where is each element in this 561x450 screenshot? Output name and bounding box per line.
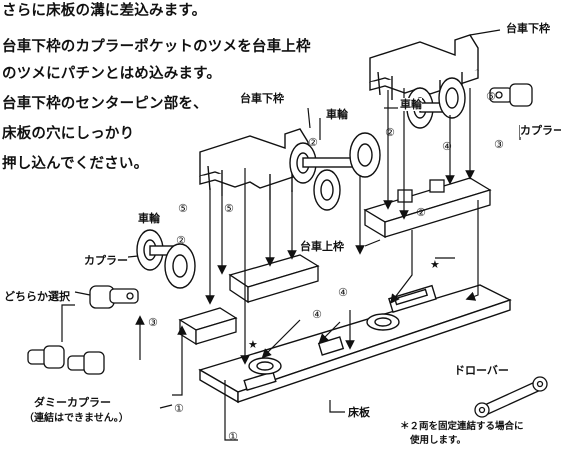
- label-wheel: 車輪: [326, 108, 348, 121]
- label-dummy-coupler: ダミーカプラー: [34, 396, 111, 409]
- step-number-2: ②: [416, 206, 426, 219]
- step-number-5: ⑤: [224, 202, 234, 215]
- label-bogie-upper-frame: 台車上枠: [300, 240, 344, 253]
- step-number-3: ③: [148, 316, 158, 329]
- label-bogie-lower-frame: 台車下枠: [240, 92, 284, 105]
- step-number-1: ①: [174, 402, 184, 415]
- label-bogie-lower-frame: 台車下枠: [506, 22, 550, 35]
- footnote-line: 使用します。: [410, 435, 467, 446]
- label-wheel: 車輪: [400, 98, 422, 111]
- dummy-coupler-drawing: [27, 345, 105, 375]
- step-number-2: ②: [308, 136, 318, 149]
- star-marker: ★: [248, 338, 258, 351]
- step-number-1: ①: [228, 430, 238, 443]
- step-number-3: ③: [494, 138, 504, 151]
- coupler-right-drawing: [489, 83, 533, 107]
- label-dummy-coupler-note: （連結はできません。）: [24, 412, 129, 425]
- label-choose-either: どちらか選択: [4, 290, 70, 303]
- instruction-line: 台車下枠のカプラーポケットのツメを台車上枠: [2, 39, 311, 55]
- label-coupler: カプラー: [84, 254, 128, 267]
- footnote-line: ＊２両を固定連結する場合に: [400, 421, 524, 432]
- step-number-4: ④: [312, 308, 322, 321]
- step-number-2: ②: [385, 126, 395, 139]
- step-number-4: ④: [338, 286, 348, 299]
- bogie-upper-frame-drawing: [228, 177, 492, 304]
- instruction-line: 押し込んでください。: [2, 156, 149, 172]
- instruction-line: さらに床板の溝に差込みます。: [2, 3, 207, 19]
- label-floor-plate: 床板: [348, 406, 370, 419]
- step-number-2: ②: [176, 234, 186, 247]
- floor-plate-drawing: [198, 284, 512, 404]
- label-drawbar: ドローバー: [454, 364, 509, 377]
- instruction-line: 台車下枠のセンターピン部を、: [2, 96, 208, 112]
- instruction-line: のツメにパチンとはめ込みます。: [2, 66, 222, 82]
- step-number-4: ④: [442, 140, 452, 153]
- label-wheel: 車輪: [138, 212, 160, 225]
- star-marker: ★: [430, 258, 440, 271]
- label-coupler: カプラー: [520, 124, 561, 137]
- instruction-line: 床板の穴にしっかり: [2, 126, 135, 142]
- wheelset-left-drawing: [136, 229, 196, 289]
- bogie-lower-frame-top-drawing: [369, 34, 479, 105]
- drawbar-drawing: [474, 376, 548, 418]
- wheelset-mid-drawing: [289, 132, 381, 211]
- step-number-5: ⑤: [486, 90, 496, 103]
- left-coupler-pocket-drawing: [178, 307, 238, 346]
- bogie-lower-frame-mid-drawing: [199, 128, 309, 200]
- step-number-5: ⑤: [178, 202, 188, 215]
- coupler-left-drawing: [89, 285, 139, 309]
- step-numbers: ② ④ ⑤ ③ ② ⑤ ⑤ ② ③ ④ ④ ② ① ① ★ ★: [148, 90, 504, 443]
